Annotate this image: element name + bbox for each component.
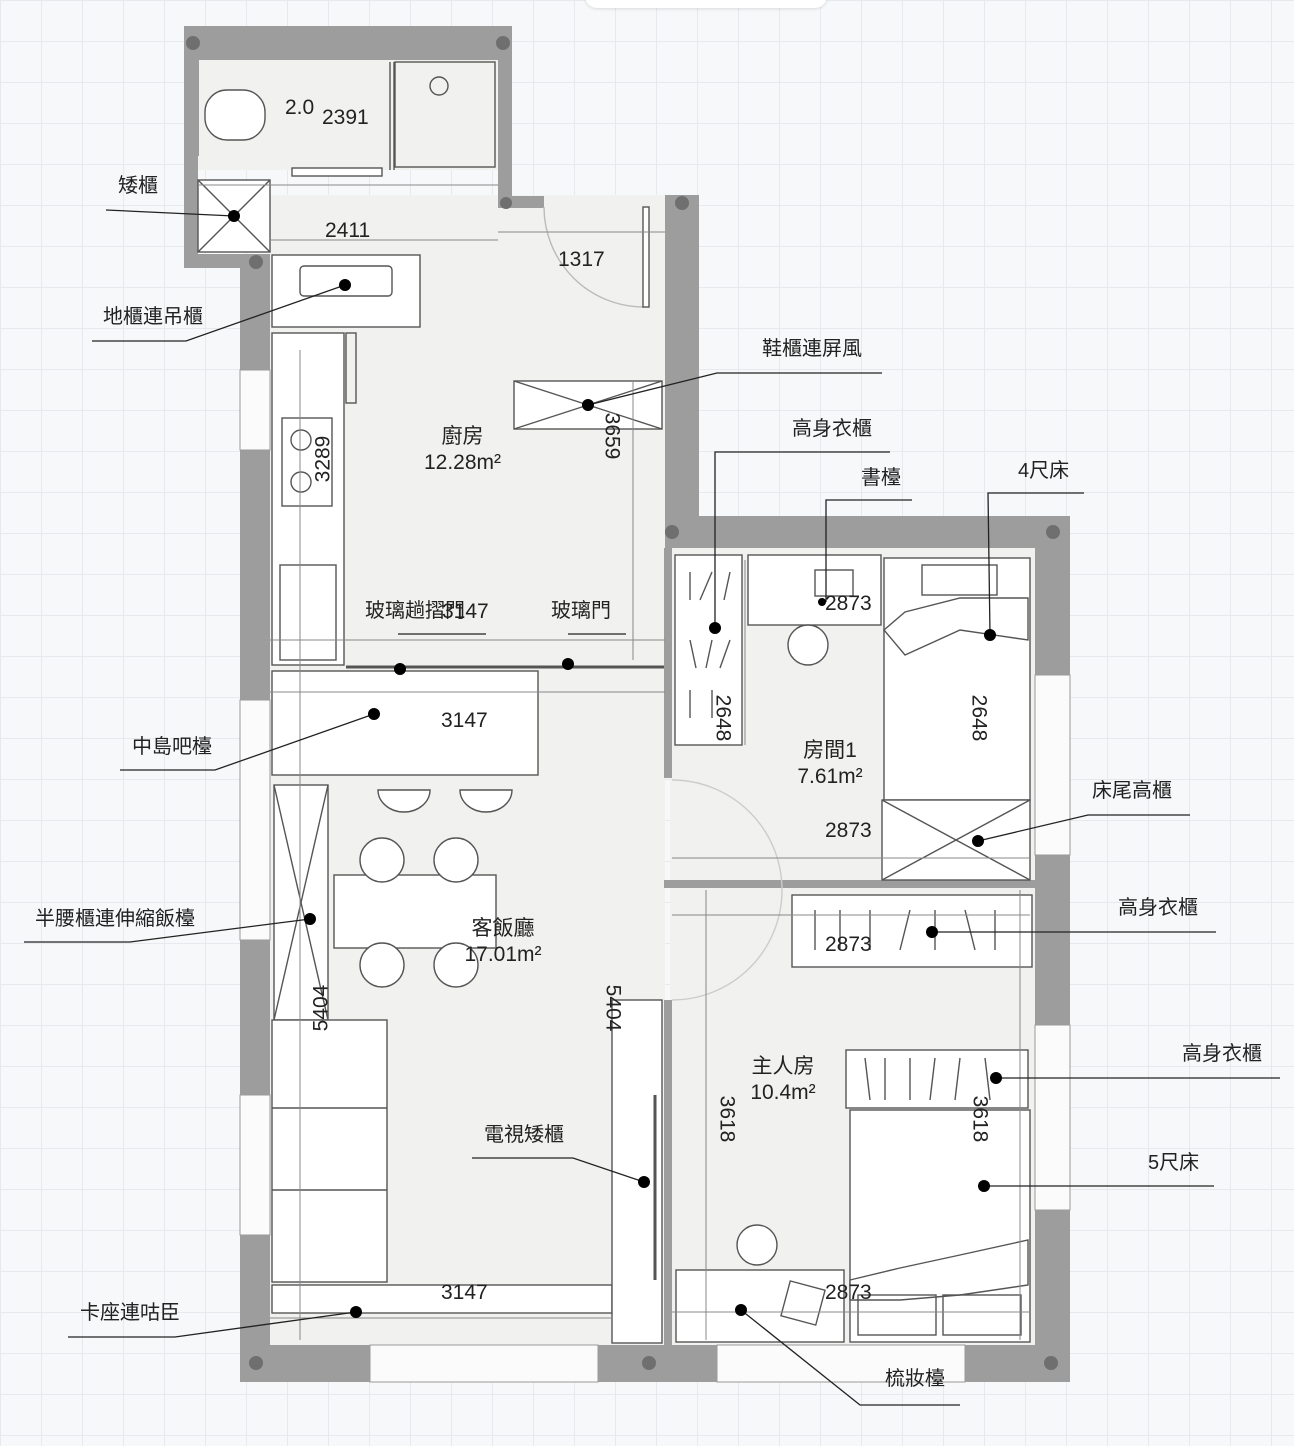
dim-kitchen-height-2: 3289 bbox=[311, 435, 335, 483]
dim-room1-height-b: 2648 bbox=[967, 694, 991, 742]
room-name: 房間1 bbox=[803, 739, 857, 762]
marker-dot-dressing-table bbox=[735, 1304, 747, 1316]
label-island-bar: 中島吧檯 bbox=[132, 736, 212, 758]
marker-dot-half-cabinet bbox=[304, 913, 316, 925]
leader-lines bbox=[24, 209, 1280, 1406]
dim-room1-width-top: 2873 bbox=[825, 592, 872, 615]
marker-dot-desk bbox=[818, 598, 826, 606]
dim-master-height-b: 3618 bbox=[968, 1095, 992, 1143]
furniture bbox=[197, 61, 1033, 1344]
room-name: 客飯廳 bbox=[471, 917, 535, 940]
room-area: 7.61m² bbox=[797, 765, 863, 788]
label-glass-folding-door: 玻璃趟摺門 bbox=[365, 600, 465, 622]
label-wardrobe-c: 高身衣櫃 bbox=[1182, 1043, 1262, 1065]
marker-dot-low-cabinet bbox=[228, 210, 240, 222]
dim-living-height-b: 5404 bbox=[601, 984, 625, 1032]
marker-dot-wardrobe-b bbox=[926, 926, 938, 938]
dim-bath-width: 2391 bbox=[322, 106, 369, 129]
shower-head bbox=[429, 76, 449, 96]
marker-dot-glass-door bbox=[562, 658, 574, 670]
label-bed4: 4尺床 bbox=[1018, 460, 1070, 482]
room-label-master: 主人房 10.4m² bbox=[728, 1054, 838, 1106]
dim-glass-width: 3147 bbox=[442, 600, 489, 623]
room-area-bath: 2.0 bbox=[285, 96, 315, 119]
dim-door-width: 1317 bbox=[558, 248, 605, 271]
room-label-kitchen: 廚房 12.28m² bbox=[405, 424, 520, 476]
room-area: 12.28m² bbox=[423, 451, 502, 474]
room-label-room1: 房間1 7.61m² bbox=[775, 738, 885, 790]
label-wardrobe-a: 高身衣櫃 bbox=[792, 418, 872, 440]
dim-room1-height-a: 2648 bbox=[711, 694, 735, 742]
label-desk: 書檯 bbox=[861, 467, 901, 489]
label-wardrobe-b: 高身衣櫃 bbox=[1118, 897, 1198, 919]
label-bed5: 5尺床 bbox=[1148, 1152, 1200, 1174]
toilet bbox=[204, 89, 266, 141]
dim-master-height-a: 3618 bbox=[715, 1095, 739, 1143]
label-half-cabinet-table: 半腰櫃連伸縮飯檯 bbox=[35, 908, 195, 930]
dim-master-width-bottom: 2873 bbox=[825, 1281, 872, 1304]
marker-dot-bed-end-cabinet bbox=[972, 835, 984, 847]
marker-dot-wardrobe-a bbox=[709, 622, 721, 634]
dim-room1-width-mid: 2873 bbox=[825, 819, 872, 842]
marker-dot-glass-folding-door bbox=[394, 663, 406, 675]
label-booth-seat: 卡座連咕臣 bbox=[80, 1302, 180, 1324]
top-tab-handle bbox=[585, 0, 827, 8]
room-name: 主人房 bbox=[751, 1055, 815, 1078]
marker-dot-island-bar bbox=[368, 708, 380, 720]
room-name: 廚房 bbox=[441, 425, 484, 448]
marker-dot-wardrobe-c bbox=[990, 1072, 1002, 1084]
label-tv-cabinet: 電視矮櫃 bbox=[484, 1124, 564, 1146]
dim-master-width-top: 2873 bbox=[825, 933, 872, 956]
marker-dot-booth-seat bbox=[350, 1306, 362, 1318]
marker-dot-tv-cabinet bbox=[638, 1176, 650, 1188]
shower-tray bbox=[394, 61, 496, 168]
wall-column-dots bbox=[186, 36, 1060, 1370]
label-base-wall-cabinet: 地櫃連吊櫃 bbox=[103, 306, 203, 328]
room-area: 17.01m² bbox=[464, 943, 542, 966]
room-area: 10.4m² bbox=[750, 1081, 816, 1104]
marker-dot-bed4 bbox=[984, 629, 996, 641]
marker-dot-base-wall-cabinet bbox=[339, 279, 351, 291]
label-shoe-cabinet-screen: 鞋櫃連屏風 bbox=[762, 338, 862, 360]
dim-living-height-a: 5404 bbox=[309, 984, 333, 1032]
label-dressing-table: 梳妝檯 bbox=[885, 1368, 945, 1390]
label-low-cabinet: 矮櫃 bbox=[118, 175, 158, 197]
dim-kitchen-height-1: 3659 bbox=[600, 412, 624, 460]
dim-living-width-bottom: 3147 bbox=[441, 1281, 488, 1304]
label-bed-end-cabinet: 床尾高櫃 bbox=[1092, 780, 1172, 802]
windows bbox=[239, 369, 1071, 1383]
dimension-lines bbox=[198, 184, 1030, 1340]
dim-island-width: 3147 bbox=[441, 709, 488, 732]
dim-kitchen-width: 2411 bbox=[325, 219, 371, 242]
marker-dot-shoe-cabinet bbox=[582, 399, 594, 411]
room-label-living: 客飯廳 17.01m² bbox=[448, 916, 558, 968]
label-glass-door: 玻璃門 bbox=[551, 600, 611, 622]
marker-dot-bed5 bbox=[978, 1180, 990, 1192]
